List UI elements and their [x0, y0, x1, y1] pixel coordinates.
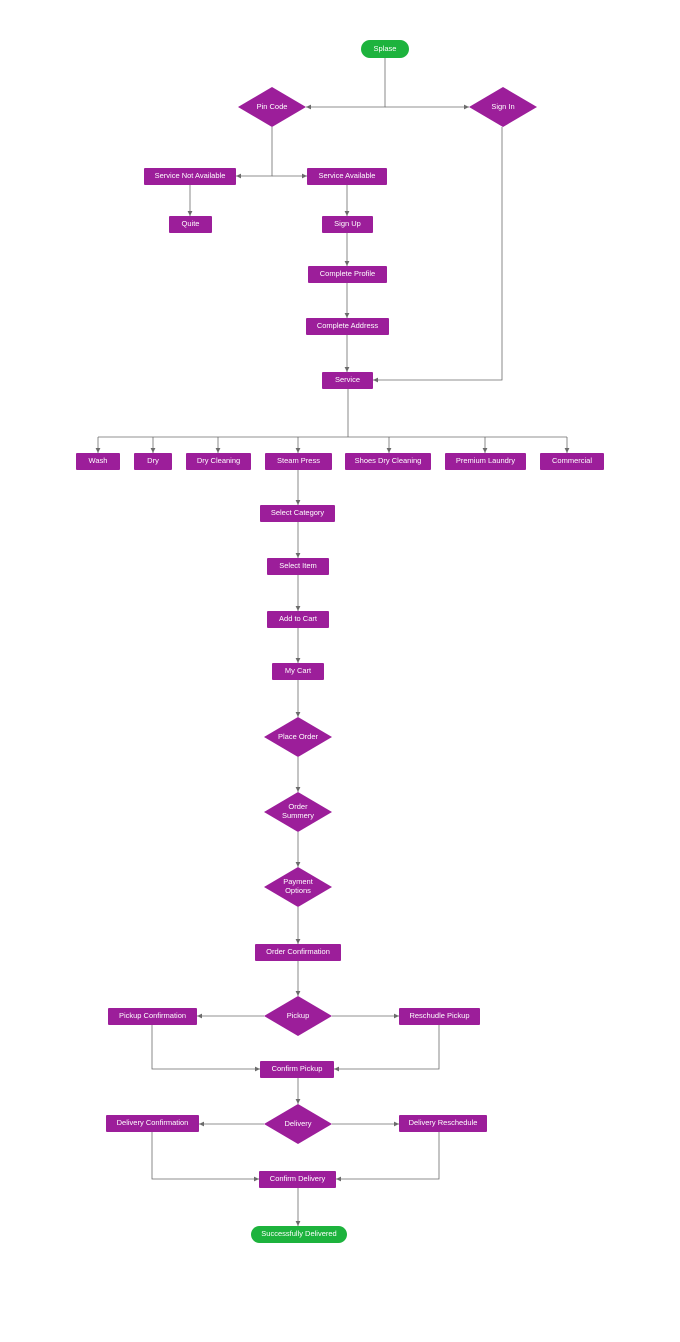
node-pin-code-label: Pin Code [256, 101, 288, 111]
node-delivery-reschedule: Delivery Reschedule [399, 1115, 487, 1132]
node-sign-in: Sign In [469, 87, 537, 127]
node-successfully-delivered: Successfully Delivered [251, 1226, 347, 1243]
node-place-order: Place Order [264, 717, 332, 757]
node-payment-options-label: Payment Options [283, 877, 313, 895]
node-delivery-label: Delivery [284, 1118, 312, 1128]
node-reschudle-pickup: Reschudle Pickup [399, 1008, 480, 1025]
node-pickup-confirmation: Pickup Confirmation [108, 1008, 197, 1025]
node-select-item: Select Item [267, 558, 329, 575]
node-dry: Dry [134, 453, 172, 470]
node-quite: Quite [169, 216, 212, 233]
node-splash: Splase [361, 40, 409, 58]
diamond-shape [264, 1104, 332, 1144]
node-sign-in-label: Sign In [491, 101, 515, 111]
connector-reschudle-pickup-to-confirm-pickup [334, 1025, 440, 1072]
node-premium-laundry: Premium Laundry [445, 453, 526, 470]
node-complete-profile: Complete Profile [308, 266, 387, 283]
diamond-shape [238, 87, 306, 127]
diamond-shape [264, 867, 332, 907]
node-confirm-pickup: Confirm Pickup [260, 1061, 334, 1078]
node-service: Service [322, 372, 373, 389]
diamond-shape [264, 717, 332, 757]
node-pickup-label: Pickup [286, 1010, 310, 1020]
node-shoes-dry-cleaning: Shoes Dry Cleaning [345, 453, 431, 470]
node-service-available: Service Available [307, 168, 387, 185]
connector-splash-to-pin-code [306, 58, 386, 110]
connector-delivery-confirmation-to-confirm-delivery [151, 1132, 259, 1182]
node-pin-code: Pin Code [238, 87, 306, 127]
node-wash: Wash [76, 453, 120, 470]
node-delivery-confirmation: Delivery Confirmation [106, 1115, 199, 1132]
node-order-confirmation: Order Confirmation [255, 944, 341, 961]
node-order-summery: Order Summery [264, 792, 332, 832]
node-my-cart: My Cart [272, 663, 324, 680]
connector-pin-code-to-service-not-available [236, 127, 273, 179]
node-select-category: Select Category [260, 505, 335, 522]
node-steam-press: Steam Press [265, 453, 332, 470]
node-place-order-label: Place Order [277, 731, 319, 741]
node-service-not-available: Service Not Available [144, 168, 236, 185]
node-dry-cleaning: Dry Cleaning [186, 453, 251, 470]
diamond-shape [469, 87, 537, 127]
node-commercial: Commercial [540, 453, 604, 470]
node-order-summery-label: Order Summery [281, 802, 315, 820]
diamond-shape [264, 792, 332, 832]
node-delivery: Delivery [264, 1104, 332, 1144]
node-confirm-delivery: Confirm Delivery [259, 1171, 336, 1188]
node-complete-address: Complete Address [306, 318, 389, 335]
node-add-to-cart: Add to Cart [267, 611, 329, 628]
node-sign-up: Sign Up [322, 216, 373, 233]
node-pickup: Pickup [264, 996, 332, 1036]
connector-sign-in-to-service [373, 127, 503, 383]
diamond-shape [264, 996, 332, 1036]
connector-delivery-reschedule-to-confirm-delivery [336, 1132, 440, 1182]
node-payment-options: Payment Options [264, 867, 332, 907]
connector-pickup-confirmation-to-confirm-pickup [151, 1025, 260, 1072]
